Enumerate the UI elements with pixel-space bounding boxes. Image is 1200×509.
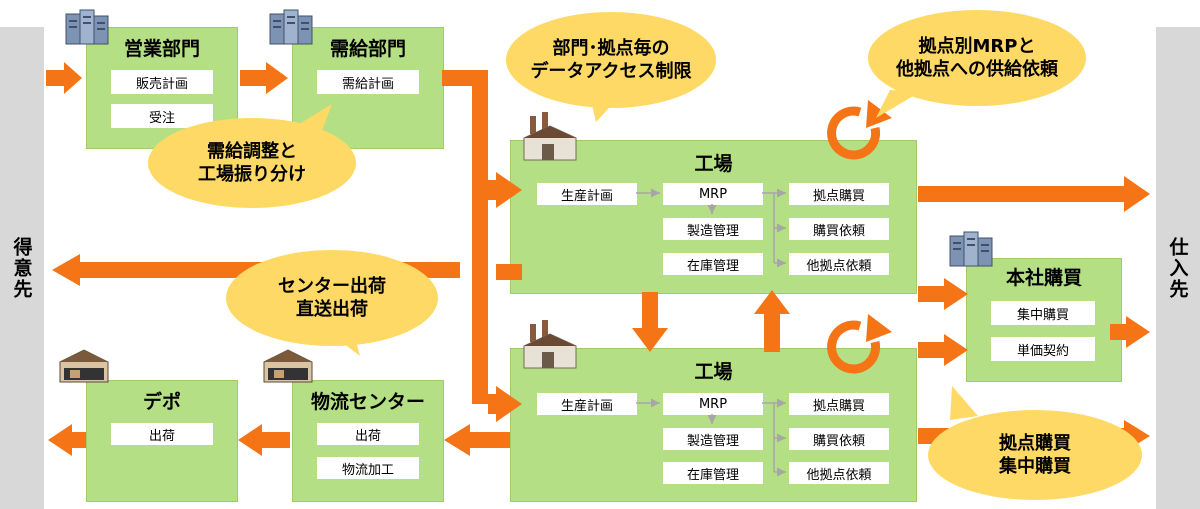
purchase-text: 拠点購買 集中購買 [999, 432, 1071, 477]
sales-title: 営業部門 [123, 38, 200, 60]
supply-title: 需給部門 [329, 38, 406, 60]
data-access-text: 部門･拠点毎の データアクセス制限 [530, 37, 692, 82]
purchase-request-cell: 購買依頼 [789, 218, 889, 240]
customer-label: 得意先 [10, 236, 33, 300]
arrow-depot-to-customer [48, 424, 86, 456]
customer-bar: 得意先 [0, 27, 44, 509]
other-site-request-cell: 他拠点依頼 [789, 462, 889, 484]
mrp-supply-bubble: 拠点別MRPと 他拠点への供給依頼 [868, 10, 1086, 106]
factory-box-2: 工場 生産計画 MRP 製造管理 在庫管理 拠点購買 購買依頼 他拠点依頼 [510, 348, 917, 502]
arrow-customer-to-sales [46, 62, 82, 94]
warehouse-icon [59, 349, 109, 383]
trunk-vertical [472, 70, 488, 404]
depot-title: デポ [142, 391, 181, 413]
shipping-bubble: センター出荷 直送出荷 [226, 250, 438, 346]
arrow-factory1-to-hq [918, 278, 968, 310]
shipping-text: センター出荷 直送出荷 [278, 275, 386, 320]
hq-purchasing-box: 本社購買 集中購買 単価契約 [966, 258, 1122, 382]
production-plan-cell: 生産計画 [537, 393, 637, 415]
arrow-hq-to-supplier [1110, 316, 1150, 348]
arrow-sales-to-supply [240, 62, 288, 94]
supplier-label: 仕入先 [1166, 236, 1189, 300]
depot-box: デポ 出荷 [86, 380, 238, 502]
manufacturing-cell: 製造管理 [663, 218, 763, 240]
factory-icon [523, 112, 577, 161]
logistics-center-box: 物流センター 出荷 物流加工 [292, 380, 444, 502]
supply-department-box: 需給部門 需給計画 [292, 27, 444, 149]
factory-icon [523, 320, 577, 369]
arrow-factory2-to-hq [918, 334, 968, 366]
mrp-cell: MRP [663, 393, 763, 415]
data-access-bubble: 部門･拠点毎の データアクセス制限 [506, 12, 716, 108]
arrow-to-factory-1 [488, 172, 522, 208]
other-site-request-cell: 他拠点依頼 [789, 253, 889, 275]
arrow-to-factory-2 [488, 386, 522, 422]
factory-title: 工場 [694, 153, 733, 175]
factory-title: 工場 [694, 361, 733, 383]
mrp-cell: MRP [663, 183, 763, 205]
production-plan-cell: 生産計画 [537, 183, 637, 205]
trunk-top [442, 70, 480, 86]
local-purchase-cell: 拠点購買 [789, 393, 889, 415]
arrow-factory1-to-factory2 [632, 292, 668, 352]
supply-adjust-bubble: 需給調整と 工場振り分け [148, 118, 356, 208]
logistics-item: 出荷 [317, 423, 419, 445]
logistics-title: 物流センター [310, 391, 425, 413]
sales-item: 販売計画 [111, 70, 213, 94]
server-icon [949, 231, 993, 267]
hq-title: 本社購買 [1005, 267, 1082, 289]
local-purchase-cell: 拠点購買 [789, 183, 889, 205]
server-icon [65, 9, 109, 45]
arrow-factory1-to-supplier [918, 176, 1150, 212]
trunk-stub [496, 264, 522, 280]
cycle-icon-2 [827, 314, 892, 374]
arrow-factory2-to-logistics [444, 424, 510, 456]
supply-item: 需給計画 [317, 70, 419, 94]
hq-item: 集中購買 [991, 301, 1095, 325]
purchase-bubble: 拠点購買 集中購買 [928, 410, 1142, 500]
manufacturing-cell: 製造管理 [663, 428, 763, 450]
warehouse-icon [263, 349, 313, 383]
server-icon [269, 9, 313, 45]
arrow-factory2-to-factory1 [754, 290, 790, 352]
logistics-item: 物流加工 [317, 457, 419, 479]
factory-box-1: 工場 生産計画 MRP 製造管理 在庫管理 拠点購買 購買依頼 他拠点依頼 [510, 140, 917, 294]
purchase-request-cell: 購買依頼 [789, 428, 889, 450]
supply-adjust-text: 需給調整と 工場振り分け [198, 140, 306, 185]
hq-item: 単価契約 [991, 337, 1095, 361]
inventory-cell: 在庫管理 [663, 462, 763, 484]
depot-item: 出荷 [111, 423, 213, 445]
supplier-bar: 仕入先 [1156, 27, 1200, 509]
mrp-supply-text: 拠点別MRPと 他拠点への供給依頼 [896, 35, 1058, 80]
arrow-logistics-to-depot [238, 424, 290, 456]
inventory-cell: 在庫管理 [663, 253, 763, 275]
